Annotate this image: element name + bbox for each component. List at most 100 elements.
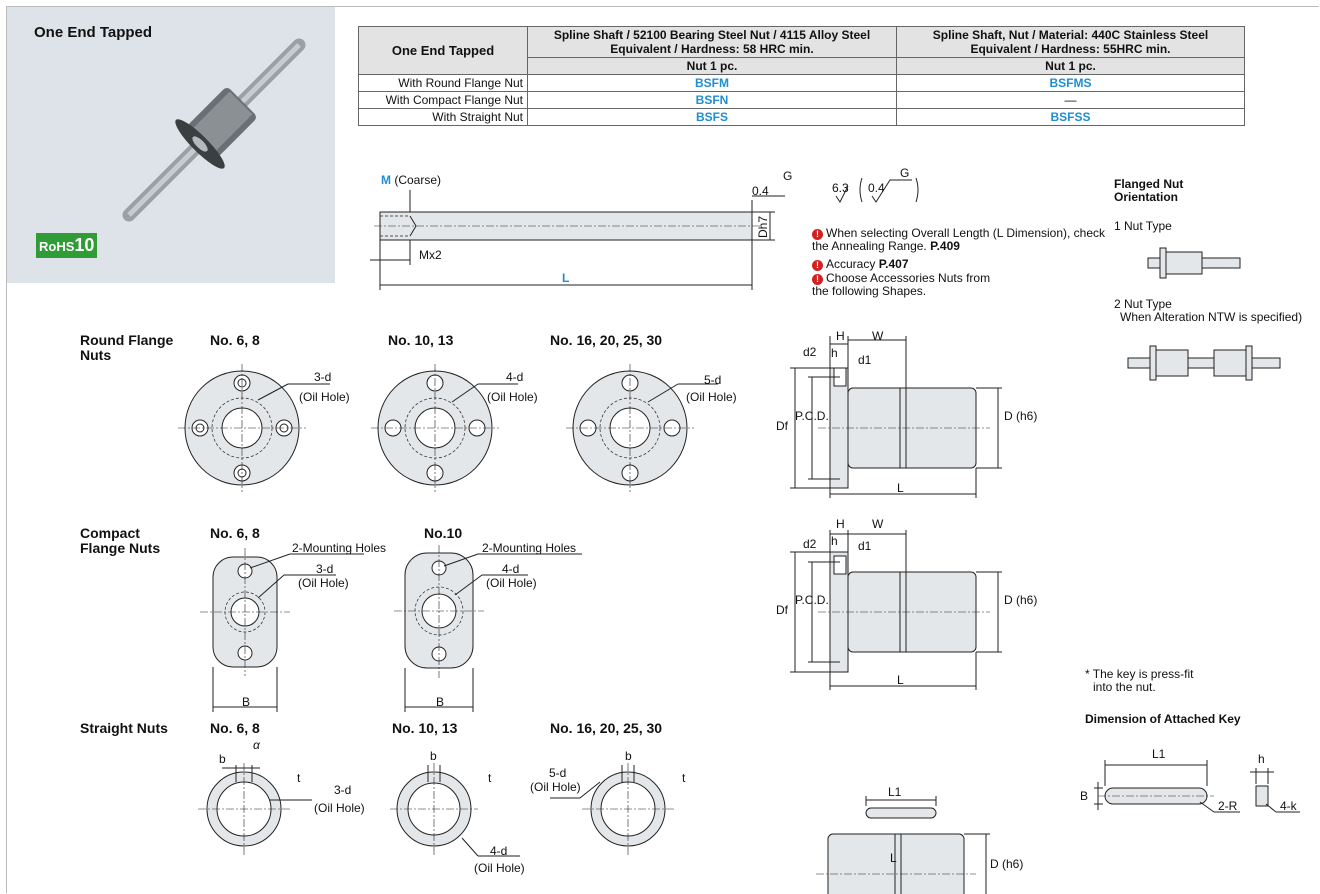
round-size-2: No. 10, 13: [388, 332, 454, 348]
product-title: One End Tapped: [34, 24, 153, 41]
roughness-g: G: [900, 166, 910, 180]
side-df-2: Df: [776, 603, 788, 617]
straight-hole-1: 3-d: [334, 783, 352, 797]
orientation-one: 1 Nut Type: [1114, 219, 1172, 233]
side-h-2: H: [836, 517, 845, 531]
round-oil-2: (Oil Hole): [487, 390, 538, 404]
compact-b-1: B: [242, 695, 251, 709]
straight-oil-1: (Oil Hole): [314, 801, 365, 815]
note-annealing: !When selecting Overall Length (L Dimens…: [812, 226, 1106, 253]
row-straight: Straight Nuts: [80, 720, 168, 736]
col2-sub: Nut 1 pc.: [896, 57, 1245, 75]
side-df-1: Df: [776, 419, 788, 433]
compact-size-1: No. 6, 8: [210, 525, 260, 541]
straight-size-2: No. 10, 13: [392, 720, 458, 736]
straight-size-1: No. 6, 8: [210, 720, 260, 736]
key-h: h: [1258, 752, 1265, 766]
orientation-title: Flanged Nut Orientation: [1114, 177, 1184, 204]
part-code-link[interactable]: BSFSS: [896, 108, 1245, 126]
thread-label: M (Coarse): [381, 173, 442, 187]
straight-t-1: t: [297, 771, 301, 785]
table-row: With Compact Flange Nut BSFN —: [358, 91, 1245, 109]
straight-t-3: t: [682, 771, 686, 785]
round-oil-1: (Oil Hole): [299, 390, 350, 404]
key-r: 2-R: [1218, 799, 1238, 813]
round-hole-3: 5-d: [704, 373, 722, 387]
key-b: B: [1080, 789, 1089, 803]
key-title: Dimension of Attached Key: [1085, 712, 1241, 726]
col2-header: Spline Shaft, Nut / Material: 440C Stain…: [896, 26, 1245, 58]
round-oil-3: (Oil Hole): [686, 390, 737, 404]
mx2-label: Mx2: [419, 248, 442, 262]
row-round-flange: Round Flange Nuts: [80, 332, 174, 363]
page-frame: [6, 6, 1319, 893]
table-corner: One End Tapped: [358, 26, 528, 75]
round-size-1: No. 6, 8: [210, 332, 260, 348]
orientation-two: 2 Nut Type: [1114, 297, 1172, 311]
side-h-1: H: [836, 329, 845, 343]
note-accuracy: !Accuracy P.407: [812, 258, 909, 271]
straight-b-3: b: [625, 749, 632, 763]
straight-alpha: α: [253, 738, 260, 752]
compact-mount-2: 2-Mounting Holes: [482, 541, 577, 555]
row-label: With Round Flange Nut: [358, 74, 528, 92]
note-accessories: !Choose Accessories Nuts from the follow…: [812, 271, 991, 298]
table-row: With Straight Nut BSFS BSFSS: [358, 108, 1245, 126]
key-note-1: * The key is press-fit: [1085, 667, 1194, 681]
row-label: With Straight Nut: [358, 108, 528, 126]
product-image-panel: [7, 7, 335, 283]
selection-table: One End Tapped Spline Shaft / 52100 Bear…: [358, 26, 1245, 126]
roughness-b: 0.4: [868, 181, 885, 195]
shaft-length-label: L: [562, 271, 570, 285]
straight-b-1: b: [219, 752, 226, 766]
round-hole-2: 4-d: [506, 370, 524, 384]
row-compact-flange: Compact Flange Nuts: [80, 525, 161, 556]
compact-size-2: No.10: [424, 525, 463, 541]
row-label: With Compact Flange Nut: [358, 91, 528, 109]
side-w-1: W: [872, 329, 884, 343]
table-row: With Round Flange Nut BSFM BSFMS: [358, 74, 1245, 92]
tolerance-label: 0.4: [752, 184, 769, 198]
straight-oil-2: (Oil Hole): [474, 861, 525, 875]
key-k: 4-k: [1280, 799, 1297, 813]
side-l-3: L: [890, 851, 897, 865]
side-d2-1: d2: [803, 345, 817, 359]
straight-hole-2: 4-d: [490, 844, 508, 858]
side-d2-2: d2: [803, 537, 817, 551]
spline-shaft-photo: [122, 38, 306, 222]
part-code-link[interactable]: BSFN: [527, 91, 897, 109]
side-w-2: W: [872, 517, 884, 531]
side-hs-2: h: [831, 534, 838, 548]
straight-t-2: t: [488, 771, 492, 785]
compact-hole-2: 4-d: [502, 562, 520, 576]
compact-b-2: B: [436, 695, 445, 709]
side-dh6-2: D (h6): [1004, 593, 1038, 607]
side-d1-2: d1: [858, 539, 872, 553]
side-d1-1: d1: [858, 353, 872, 367]
part-code-link[interactable]: BSFS: [527, 108, 897, 126]
compact-oil-1: (Oil Hole): [298, 576, 349, 590]
straight-hole-3: 5-d: [549, 766, 567, 780]
rohs-badge: RoHS10: [36, 233, 98, 258]
straight-oil-3: (Oil Hole): [530, 780, 581, 794]
side-dh6-1: D (h6): [1004, 409, 1038, 423]
straight-b-2: b: [430, 749, 437, 763]
round-size-3: No. 16, 20, 25, 30: [550, 332, 663, 348]
compact-oil-2: (Oil Hole): [486, 576, 537, 590]
side-hs-1: h: [831, 346, 838, 360]
round-hole-1: 3-d: [314, 370, 332, 384]
side-dh6-3: D (h6): [990, 857, 1024, 871]
datum-label: G: [783, 169, 793, 183]
side-l-2: L: [897, 673, 904, 687]
key-side-l1: L1: [888, 785, 902, 799]
key-note-2: into the nut.: [1093, 680, 1156, 694]
compact-mount-1: 2-Mounting Holes: [292, 541, 387, 555]
compact-hole-1: 3-d: [316, 562, 334, 576]
